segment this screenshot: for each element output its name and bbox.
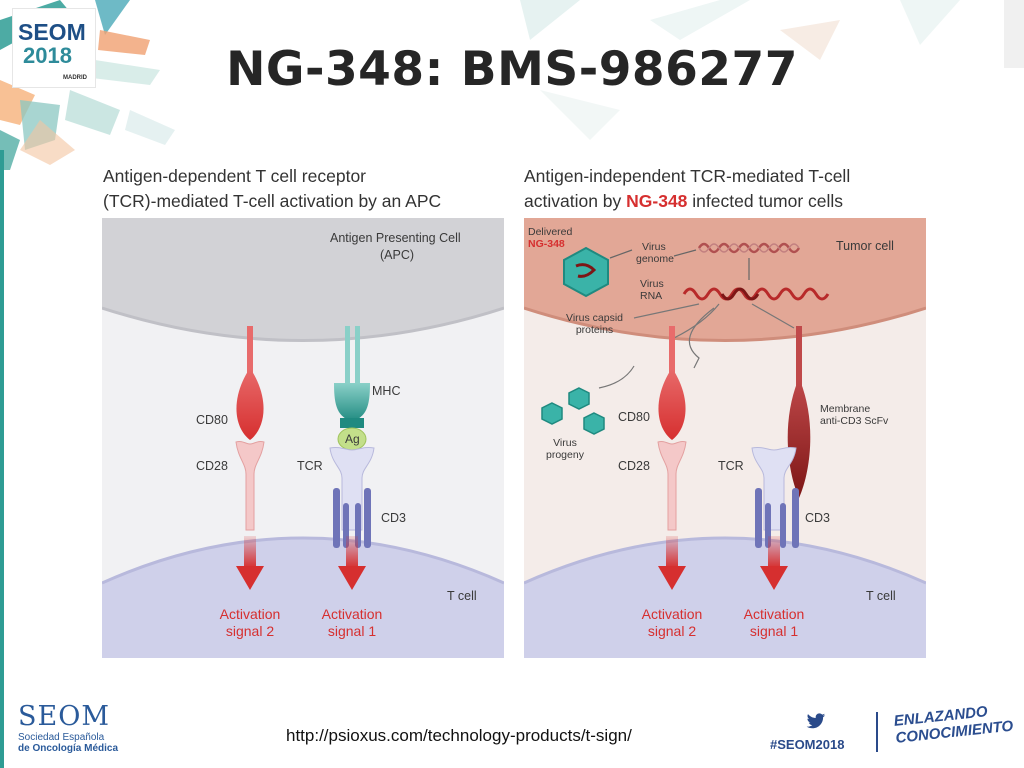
- capsid-line2: proteins: [575, 324, 614, 336]
- tagline: ENLAZANDO CONOCIMIENTO: [893, 701, 1014, 747]
- progeny-label: Virus progeny: [546, 437, 584, 461]
- right-panel-diagram: [524, 218, 926, 658]
- left-cd3-complex: [333, 488, 371, 548]
- membrane-line2: anti-CD3 ScFv: [820, 415, 889, 427]
- left-ag-label: Ag: [345, 432, 360, 446]
- left-title-line1: Antigen-dependent T cell receptor: [103, 166, 367, 186]
- right-signal1-label: Activation signal 1: [729, 606, 819, 640]
- left-mhc-label: MHC: [372, 384, 401, 398]
- membrane-scfv-label: Membrane anti-CD3 ScFv: [820, 403, 888, 427]
- right-title-line2: activation by NG-348 infected tumor cell…: [524, 189, 850, 214]
- left-title-line2: (TCR)-mediated T-cell activation by an A…: [103, 191, 442, 211]
- left-cd80-molecule: [236, 326, 264, 440]
- right-signal1-arrowhead: [760, 566, 788, 590]
- delivered-label: Delivered NG-348: [528, 226, 572, 250]
- left-tcr-molecule: [329, 446, 375, 531]
- left-signal1-label: Activation signal 1: [307, 606, 397, 640]
- virus-rna-label: Virus RNA: [640, 278, 664, 302]
- left-cd28-molecule: [235, 440, 265, 531]
- right-panel-title: Antigen-independent TCR-mediated T-cell …: [524, 164, 850, 214]
- right-signal2-arrowhead: [658, 566, 686, 590]
- right-tcr-label: TCR: [718, 459, 744, 473]
- right-title-line1: Antigen-independent TCR-mediated T-cell: [524, 166, 851, 186]
- delivered-text: Delivered: [528, 226, 573, 238]
- footer-org-line1: Sociedad Española: [18, 732, 105, 743]
- left-signal2-label: Activation signal 2: [205, 606, 295, 640]
- right-cd80-label: CD80: [618, 410, 650, 424]
- logo-seom-text: SEOM: [18, 19, 86, 45]
- left-signal1-line2: signal 1: [327, 623, 377, 639]
- left-cd28-label: CD28: [196, 459, 228, 473]
- decorative-background: [520, 0, 960, 140]
- right-cd28-label: CD28: [618, 459, 650, 473]
- footer-org-line2: de Oncología Médica: [18, 743, 119, 754]
- edge-strip-top: [1004, 0, 1024, 68]
- right-cd3-complex: [755, 488, 799, 548]
- footer-org-name: SEOM: [18, 701, 110, 732]
- twitter-icon: [806, 713, 826, 729]
- virus-genome-line1: Virus: [642, 241, 666, 253]
- capsid-label: Virus capsid proteins: [566, 312, 623, 336]
- virus-rna-line1: Virus: [640, 278, 664, 290]
- left-tcell-label: T cell: [447, 589, 477, 603]
- seom-footer-logo: SEOM Sociedad Española de Oncología Médi…: [18, 701, 118, 754]
- slide-title: NG-348: BMS-986277: [226, 42, 798, 97]
- delivered-virus-icon: [563, 246, 609, 298]
- right-tcell-label: T cell: [866, 589, 896, 603]
- left-signal1-shaft: [346, 536, 358, 568]
- left-panel-title: Antigen-dependent T cell receptor (TCR)-…: [103, 164, 441, 214]
- left-cd3-label: CD3: [381, 511, 407, 525]
- right-cd80-molecule: [658, 326, 686, 440]
- footer-divider: [876, 712, 878, 752]
- left-signal1-arrowhead: [338, 566, 366, 590]
- left-tcell: [102, 538, 504, 658]
- apc-cell: [102, 218, 504, 341]
- right-signal2-line2: signal 2: [647, 623, 697, 639]
- right-tcell: [524, 538, 926, 658]
- virus-progeny-icons: [541, 387, 605, 435]
- left-cd80-label: CD80: [196, 413, 228, 427]
- left-signal2-shaft: [244, 536, 256, 568]
- hashtag-text: #SEOM2018: [770, 737, 845, 752]
- edge-strip-left: [0, 150, 4, 768]
- right-cd28-molecule: [657, 440, 687, 531]
- right-signal2-shaft: [666, 536, 678, 568]
- right-signal2-label: Activation signal 2: [627, 606, 717, 640]
- left-tcr-label: TCR: [297, 459, 323, 473]
- left-apc-label: Antigen Presenting Cell: [330, 231, 461, 245]
- left-apc-abbr: (APC): [380, 248, 415, 262]
- right-signal2-line1: Activation: [641, 606, 703, 622]
- right-title-highlight: NG-348: [626, 191, 688, 211]
- right-title-prefix: activation by: [524, 191, 627, 211]
- right-signal1-line2: signal 1: [749, 623, 799, 639]
- logo-city-text: MADRID: [63, 75, 87, 81]
- left-panel-diagram: [102, 218, 504, 658]
- capsid-line1: Virus capsid: [566, 312, 624, 324]
- source-url-link[interactable]: http://psioxus.com/technology-products/t…: [286, 726, 632, 745]
- membrane-anti-cd3-scfv: [787, 326, 811, 498]
- virus-rna-line2: RNA: [640, 290, 663, 302]
- virus-genome-line2: genome: [636, 253, 674, 265]
- membrane-line1: Membrane: [820, 403, 871, 415]
- virus-genome-label: Virus genome: [636, 241, 674, 265]
- seom-2018-logo: SEOM 2018 MADRID: [12, 8, 96, 88]
- tumor-cell-label: Tumor cell: [836, 239, 894, 253]
- right-signal1-shaft: [768, 536, 780, 568]
- right-signal1-line1: Activation: [743, 606, 805, 622]
- delivered-virus-text: NG-348: [528, 238, 565, 250]
- seom-logo-graphic: [0, 0, 175, 170]
- virus-rna-strand: [682, 287, 830, 301]
- right-cd3-label: CD3: [805, 511, 831, 525]
- left-signal2-arrowhead: [236, 566, 264, 590]
- left-signal2-line1: Activation: [219, 606, 281, 622]
- left-signal1-line1: Activation: [321, 606, 383, 622]
- left-signal2-line2: signal 2: [225, 623, 275, 639]
- right-tcr-molecule: [751, 446, 797, 531]
- logo-year-text: 2018: [23, 43, 72, 68]
- progeny-line2: progeny: [546, 449, 584, 461]
- left-mhc-molecule: [334, 326, 370, 428]
- right-title-suffix: infected tumor cells: [687, 191, 844, 211]
- progeny-line1: Virus: [553, 437, 577, 449]
- tumor-cell: [524, 218, 926, 341]
